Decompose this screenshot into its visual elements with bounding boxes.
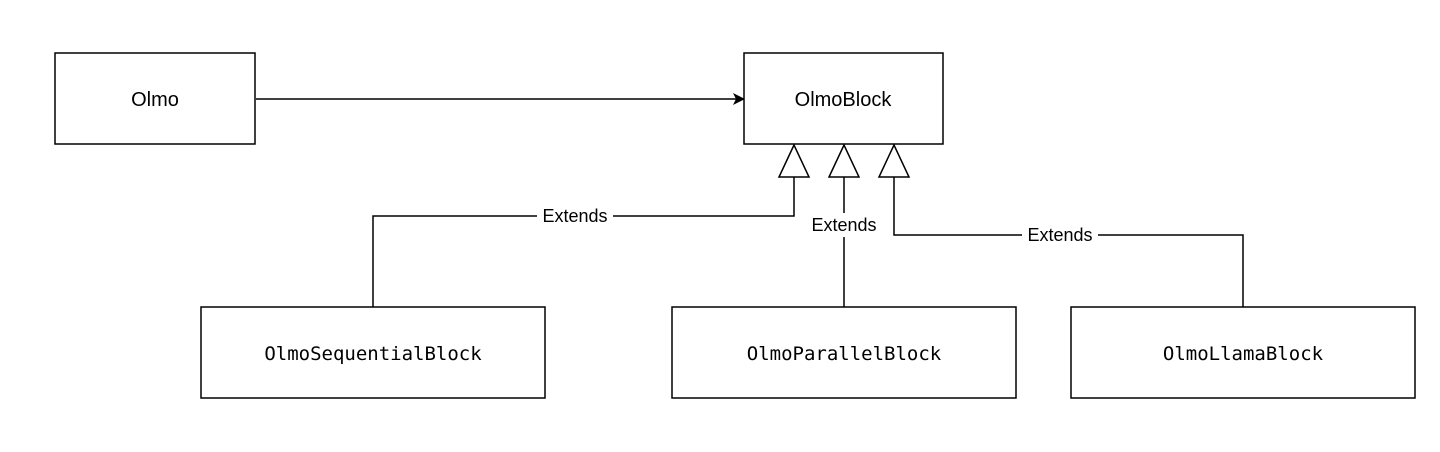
node-olmo-llama-block[interactable]: OlmoLlamaBlock (1070, 306, 1416, 399)
inheritance-edge-sequential (372, 177, 795, 307)
node-olmo-block[interactable]: OlmoBlock (743, 52, 944, 145)
node-olmo-block-label: OlmoBlock (795, 89, 893, 111)
edge-label-llama: Extends (1027, 225, 1092, 245)
edge-label-bg-llama (1022, 224, 1098, 246)
node-olmo-label: Olmo (131, 89, 179, 111)
node-olmo[interactable]: Olmo (54, 52, 256, 145)
edge-label-parallel: Extends (811, 215, 876, 235)
edge-label-sequential: Extends (542, 206, 607, 226)
inheritance-triangle-sequential (777, 143, 811, 178)
inheritance-triangle-parallel (827, 143, 861, 178)
node-olmo-llama-block-label: OlmoLlamaBlock (1163, 343, 1324, 365)
node-olmo-parallel-block-label: OlmoParallelBlock (747, 343, 942, 365)
edge-label-bg-parallel (805, 213, 883, 237)
edge-label-bg-sequential (537, 205, 613, 227)
node-olmo-parallel-block[interactable]: OlmoParallelBlock (671, 306, 1017, 399)
node-olmo-sequential-block-label: OlmoSequentialBlock (264, 343, 482, 365)
node-olmo-sequential-block[interactable]: OlmoSequentialBlock (200, 306, 546, 399)
inheritance-triangle-llama (877, 143, 911, 178)
